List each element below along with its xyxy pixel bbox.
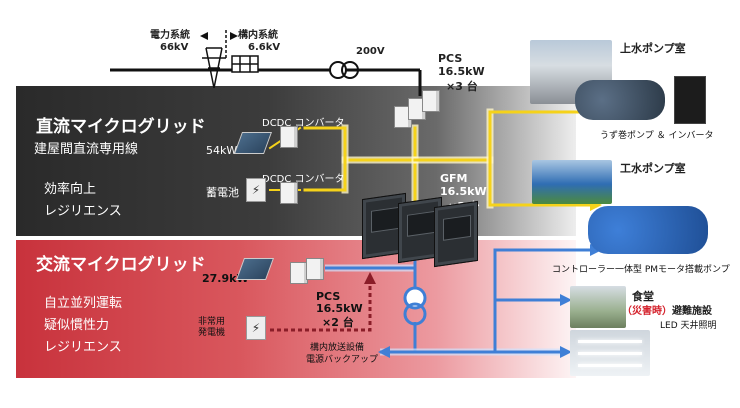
ac-transformer-icon [403, 286, 427, 326]
power-system-kv: 66kV [160, 42, 189, 53]
pcs-bottom-spec: 16.5kW [316, 302, 363, 315]
centrifugal-pump-image [575, 80, 665, 120]
industrial-pump-room-photo [532, 160, 612, 204]
paren-open: （ [622, 306, 632, 317]
cafeteria-subtitle: （災害時）避難施設 [622, 302, 712, 317]
dc-benefit-resilience: レジリエンス [44, 204, 122, 219]
ac-bus-lines [325, 248, 590, 356]
industrial-pump-caption: コントローラー一体型 PMモータ搭載ポンプ [552, 265, 730, 275]
dc-microgrid-title: 直流マイクログリッド [36, 117, 206, 137]
generator-arrow [364, 272, 376, 284]
led-caption: LED 天井照明 [660, 321, 717, 331]
dc-subtitle: 建屋間直流専用線 [34, 142, 139, 157]
backup-label-line2: 電源バックアップ [306, 355, 379, 365]
ac-benefit-parallel: 自立並列運転 [44, 296, 123, 311]
led-ceiling-photo [570, 330, 650, 376]
pcs-top-spec: 16.5kW [438, 65, 485, 78]
generator-dotted-line [270, 282, 372, 332]
generator-label-line2: 発電機 [198, 328, 226, 338]
internal-system-kv: 6.6kV [248, 42, 281, 53]
cafeteria-label: 食堂 [632, 290, 654, 303]
dc-battery-label: 蓄電池 [206, 186, 239, 199]
inverter-image [674, 76, 706, 124]
pcs-top-unit-3 [422, 90, 440, 112]
dcdc-converter-unit-1 [280, 126, 298, 148]
dc-pv-capacity: 54kW [206, 144, 238, 157]
cafeteria-photo [570, 286, 626, 328]
gfm-title: GFM [440, 172, 468, 185]
backup-label-line1: 構内放送設備 [310, 343, 365, 353]
dcdc-converter-unit-2 [280, 182, 298, 204]
upper-pump-caption: うず巻ポンプ ＆ インバータ [600, 131, 714, 141]
pcs-top-qty: ×3 台 [446, 80, 478, 93]
top-transformer-icon [329, 61, 359, 79]
gfm-cabinet-3 [434, 200, 478, 268]
dc-benefit-efficiency: 効率向上 [44, 182, 97, 197]
disaster-label: 災害時 [632, 306, 662, 317]
ac-microgrid-title: 交流マイクログリッド [36, 255, 206, 275]
pm-motor-pump-image [588, 206, 708, 254]
ac-benefit-resilience: レジリエンス [44, 340, 122, 355]
arrow-right-icon [230, 32, 238, 40]
upper-pump-room-label: 上水ポンプ室 [620, 42, 686, 55]
gfm-spec: 16.5kW [440, 185, 487, 198]
generator-label-line1: 非常用 [198, 317, 226, 327]
power-system-label: 電力系統 [150, 30, 190, 41]
pcs-bottom-title: PCS [316, 290, 341, 303]
internal-system-label: 構内系統 [238, 30, 278, 41]
ac-arrow-cafeteria [560, 294, 572, 306]
ac-arrow-backup [378, 346, 390, 358]
ac-benefit-inertia: 疑似慣性力 [44, 318, 110, 333]
dcdc-converter-label-1: DCDC コンバータ [262, 118, 345, 129]
dcdc-converter-label-2: DCDC コンバータ [262, 174, 345, 185]
arrow-left-icon [200, 32, 208, 40]
ac-arrow-led [560, 346, 572, 358]
substation-tower-icon [202, 47, 259, 89]
voltage-200v-label: 200V [356, 46, 385, 57]
ac-pcs-unit-2 [306, 258, 324, 280]
generator-icon: ⚡ [246, 316, 266, 340]
industrial-pump-room-label: 工水ポンプ室 [620, 162, 686, 175]
battery-icon: ⚡ [246, 178, 266, 202]
shelter-label: 避難施設 [672, 306, 712, 317]
pcs-bottom-qty: ×2 台 [322, 316, 354, 329]
pcs-top-title: PCS [438, 52, 463, 65]
paren-close: ） [662, 306, 672, 317]
